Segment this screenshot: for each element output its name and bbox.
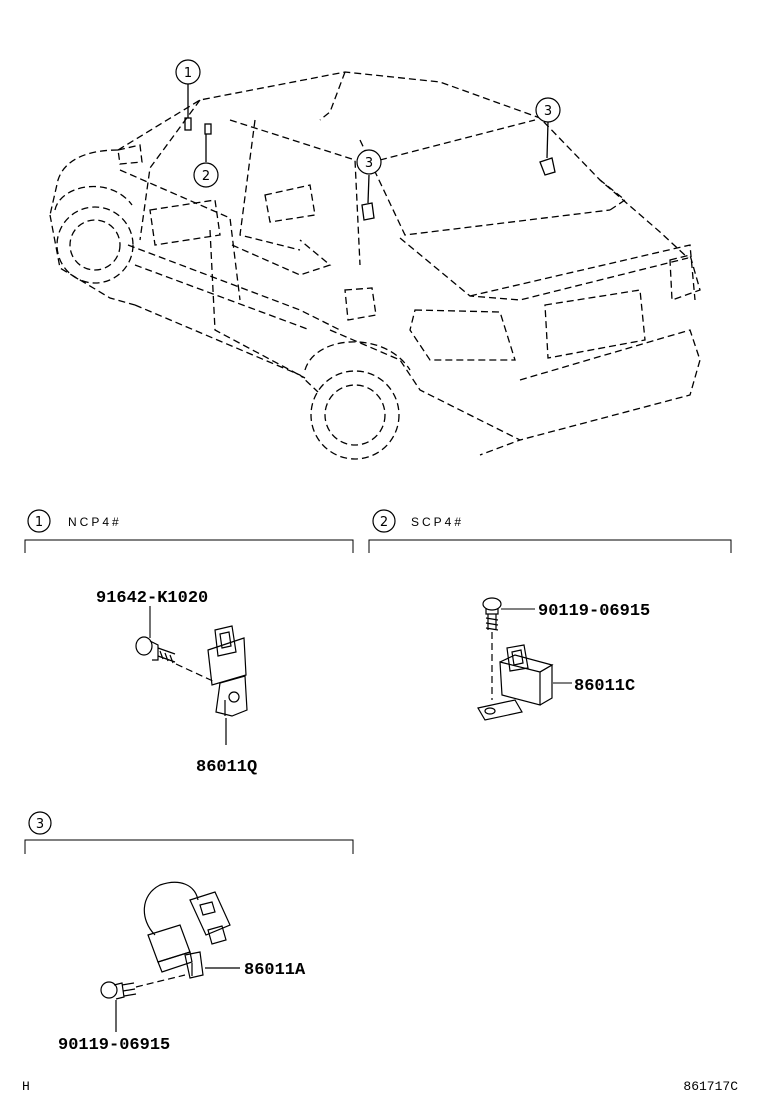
section-2-bracket [368,539,732,553]
section-3: 3 86011A 90119-06915 [24,811,354,1055]
car-callout-1: 1 [175,59,201,85]
bolt-icon [482,597,502,700]
section-2-number: 2 [380,515,388,530]
section-3-bracket [24,839,354,854]
section-1-number: 1 [35,515,43,530]
section-2-badge [372,509,396,533]
relay-86011Q-icon [207,625,248,745]
part-90119-06915-label-b: 90119-06915 [58,1036,170,1055]
part-86011C-label: 86011C [574,677,635,696]
part-91642-K1020-label: 91642-K1020 [96,589,208,608]
car-callout-2: 2 [193,162,219,188]
part-86011A-label: 86011A [244,961,306,980]
part-90119-06915-label-a: 90119-06915 [538,602,650,621]
relay-86011A-icon [143,881,240,979]
car-callout-3a-label: 3 [365,156,373,171]
section-3-number: 3 [36,817,44,832]
relay-86011C-icon [477,644,554,721]
footer-right-code: 861717C [683,1079,738,1094]
section-2: 2 SCP4# 90119-06915 86011C [368,509,732,721]
section-2-label: SCP4# [411,515,464,529]
car-callout-3a: 3 [356,149,382,175]
bolt-icon [100,974,186,1032]
car-callout-2-label: 2 [202,169,210,184]
section-1-bracket [24,539,354,553]
section-3-badge [28,811,52,835]
car-callout-1-label: 1 [184,66,192,81]
part-86011Q-label: 86011Q [196,758,257,777]
car-callout-3b-label: 3 [544,104,552,119]
section-1-label: NCP4# [68,515,122,529]
bolt-icon [135,636,216,683]
car-illustration [49,71,701,460]
car-callout-3b: 3 [535,97,561,123]
section-1: 1 NCP4# 91642-K1020 86011Q [24,509,354,777]
footer-left-code: H [22,1079,30,1094]
section-1-badge [27,509,51,533]
